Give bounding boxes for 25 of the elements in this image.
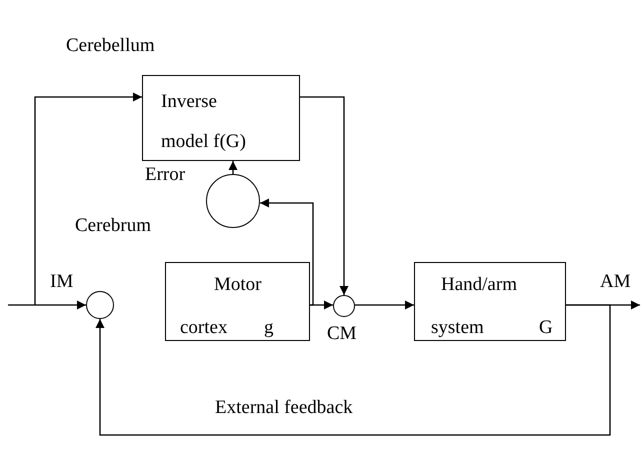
arrow [8,300,86,310]
summing-junction [333,295,355,317]
node-caption: Cerebellum [66,36,155,55]
node-caption: CM [327,324,357,343]
node-caption: Cerebrum [75,216,151,235]
arrow [34,92,142,305]
box-text: g [264,318,274,337]
box-text: model f(G) [161,132,246,151]
process-box [165,262,310,341]
box-text: system [431,318,484,337]
process-box [414,262,566,341]
box-text: Inverse [161,92,217,111]
arrow [260,198,314,306]
box-text: Hand/arm [441,275,517,294]
arrow [300,96,348,295]
arrow [228,161,238,174]
signal-label: Error [145,165,186,184]
box-text: cortex [180,318,228,337]
box-text: Motor [214,275,262,294]
process-box [142,75,300,161]
summing-junction [86,291,114,319]
box-text: G [539,318,553,337]
arrow [96,304,611,436]
arrow [355,300,414,310]
cerebrum-circle [206,174,260,228]
